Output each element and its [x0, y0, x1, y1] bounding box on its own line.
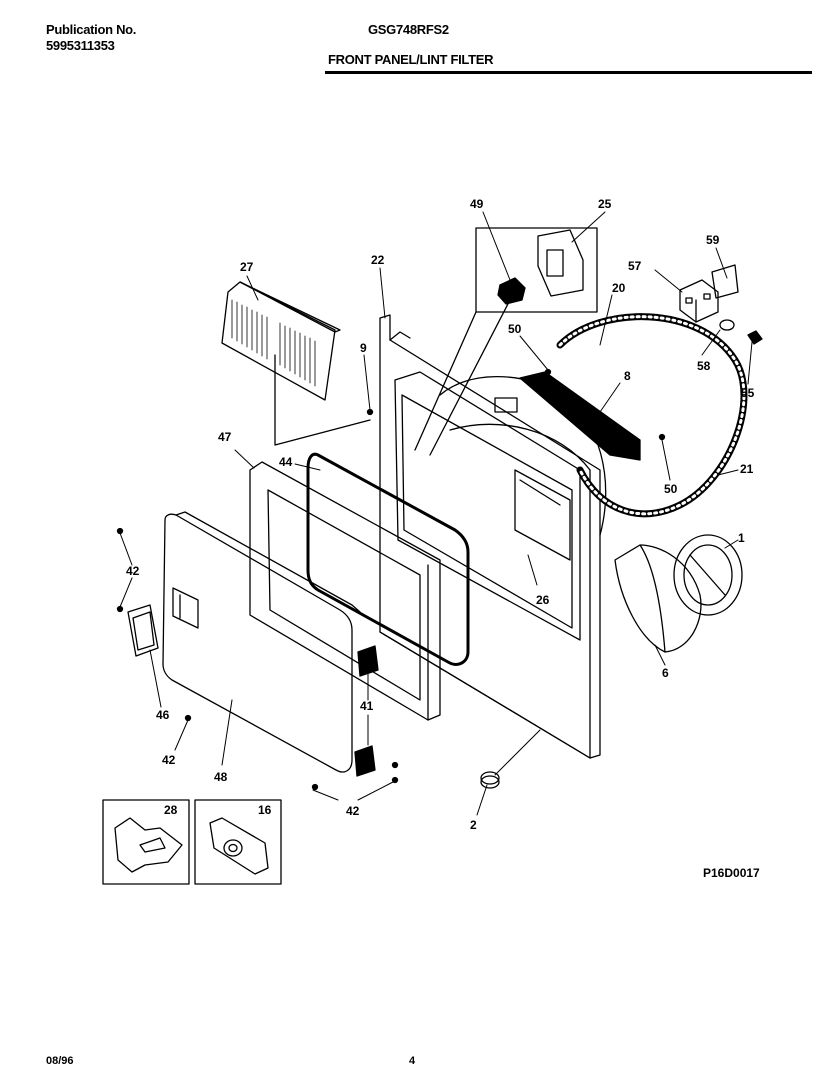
callout-58: 58	[697, 359, 711, 373]
section-title: FRONT PANEL/LINT FILTER	[328, 52, 494, 67]
publication-number: 5995311353	[46, 38, 115, 53]
callout-49: 49	[470, 197, 484, 211]
callout-labels: 49 25 59 27 22 57 20 50 9 8 58 55 47 44 …	[126, 197, 755, 832]
callout-22: 22	[371, 253, 385, 267]
callout-48: 48	[214, 770, 228, 784]
callout-50-right: 50	[664, 482, 678, 496]
front-panel-frame	[379, 314, 601, 759]
callout-42-bottom: 42	[162, 753, 176, 767]
outer-door-panel	[162, 511, 361, 773]
page-number: 4	[409, 1055, 416, 1067]
callout-47: 47	[218, 430, 232, 444]
door-gasket	[306, 452, 470, 666]
lint-filter-screen	[221, 281, 371, 446]
drum-light-strip	[519, 371, 641, 461]
callout-25: 25	[598, 197, 612, 211]
callout-1: 1	[738, 531, 745, 545]
door-switch-assembly	[679, 264, 763, 345]
callout-57: 57	[628, 259, 642, 273]
callout-42-hinge: 42	[346, 804, 360, 818]
header-rule	[325, 71, 812, 74]
callout-44: 44	[279, 455, 293, 469]
exhaust-duct	[614, 534, 743, 653]
publication-label: Publication No.	[46, 22, 137, 37]
leader-lines	[119, 211, 753, 816]
door-hinges	[354, 645, 379, 777]
drum-bulkhead	[439, 375, 607, 561]
callout-21: 21	[740, 462, 754, 476]
callout-42-left: 42	[126, 564, 140, 578]
callout-28: 28	[164, 803, 178, 817]
callout-2: 2	[470, 818, 477, 832]
callout-59: 59	[706, 233, 720, 247]
callout-16: 16	[258, 803, 272, 817]
detail-box-16	[194, 799, 282, 885]
callout-20: 20	[612, 281, 626, 295]
inner-door-panel	[249, 461, 441, 721]
callout-6: 6	[662, 666, 669, 680]
callout-26: 26	[536, 593, 550, 607]
screws	[116, 368, 666, 791]
diagram-code: P16D0017	[703, 866, 760, 880]
callout-41: 41	[360, 699, 374, 713]
model-number: GSG748RFS2	[368, 22, 449, 37]
callout-55: 55	[741, 386, 755, 400]
leveling-foot	[480, 771, 500, 789]
callout-50-top: 50	[508, 322, 522, 336]
detail-box-28	[102, 799, 190, 885]
callout-46: 46	[156, 708, 170, 722]
drum-seal-ring	[556, 313, 748, 518]
callout-8: 8	[624, 369, 631, 383]
footer-date: 08/96	[46, 1055, 74, 1067]
switch-inset-box	[414, 227, 598, 456]
callout-9: 9	[360, 341, 367, 355]
callout-27: 27	[240, 260, 254, 274]
door-catch	[127, 604, 159, 657]
